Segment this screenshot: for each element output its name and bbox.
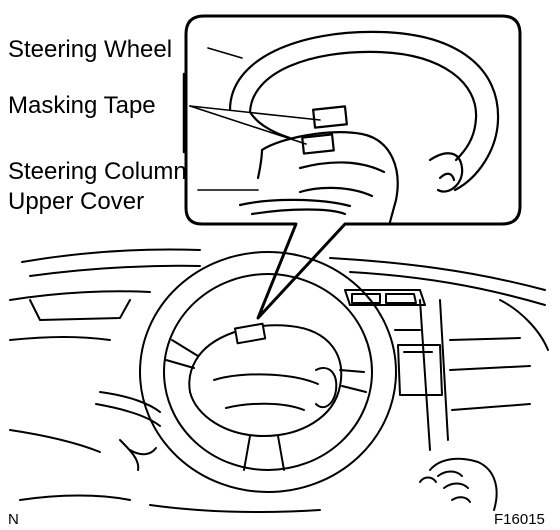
masking-tape-label: Masking Tape	[8, 92, 156, 119]
corner-mark: N	[8, 511, 19, 528]
steering-wheel-label: Steering Wheel	[8, 36, 173, 63]
dashboard-illustration	[9, 248, 549, 514]
detail-inset	[184, 14, 522, 320]
label-leader-lines	[189, 47, 321, 191]
steering-column-label-line2: Upper Cover	[8, 188, 145, 215]
figure-id: F16015	[494, 511, 545, 528]
steering-column-label-line1: Steering Column	[8, 158, 187, 185]
inset-steering-wheel	[228, 30, 500, 224]
